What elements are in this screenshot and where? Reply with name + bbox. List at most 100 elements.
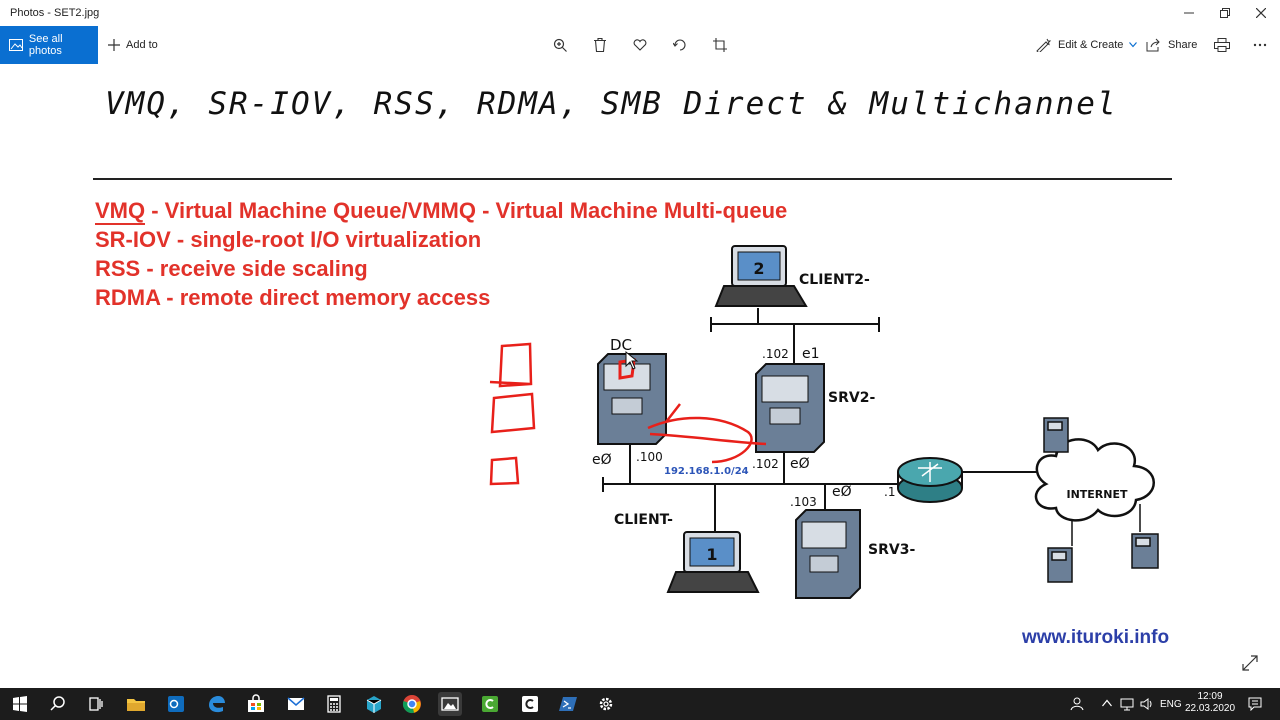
srv3-server: [795, 509, 861, 599]
slide-line-sriov: SR-IOV - single-root I/O virtualization: [95, 227, 482, 252]
share-icon: [1146, 38, 1160, 52]
vmq-definition: - Virtual Machine Queue/VMMQ - Virtual M…: [145, 198, 788, 223]
dc-label: DC: [610, 336, 632, 354]
search-icon[interactable]: [46, 692, 70, 716]
subnet-label: 192.168.1.0/24: [664, 466, 749, 477]
internet-label: INTERNET: [1066, 488, 1128, 501]
fullscreen-icon[interactable]: [1242, 655, 1258, 671]
share-button[interactable]: Share: [1146, 26, 1197, 64]
language-indicator[interactable]: ENG: [1160, 699, 1182, 710]
more-options-button[interactable]: [1250, 35, 1270, 55]
srv2-label: SRV2-: [828, 390, 875, 406]
see-all-photos-button[interactable]: See all photos: [0, 26, 98, 64]
edit-create-icon: [1036, 38, 1052, 52]
slide-line-rdma: RDMA - remote direct memory access: [95, 285, 491, 310]
red-sketch-squares: [489, 342, 536, 486]
srv2-e0-label: eØ: [790, 456, 810, 472]
toolbar: See all photos Add to Edit & Create Shar…: [0, 26, 1280, 64]
mouse-cursor-icon: [625, 350, 639, 370]
favorite-button[interactable]: [630, 35, 650, 55]
top-segment: [710, 308, 880, 364]
router-ip-label: .1: [884, 485, 895, 499]
client2-laptop: 2: [714, 245, 808, 307]
outlook-icon[interactable]: [164, 692, 188, 716]
close-button[interactable]: [1244, 0, 1278, 26]
crop-icon: [713, 38, 727, 52]
close-icon: [1256, 8, 1266, 18]
calculator-icon[interactable]: [322, 692, 346, 716]
blocks-app-icon[interactable]: [362, 692, 386, 716]
heart-icon: [633, 39, 647, 51]
edit-create-button[interactable]: Edit & Create: [1036, 26, 1138, 64]
file-explorer-icon[interactable]: [124, 692, 148, 716]
dc-e0-label: eØ: [592, 452, 612, 468]
more-icon: [1253, 43, 1267, 47]
edit-create-label: Edit & Create: [1058, 39, 1124, 51]
client2-label: CLIENT2-: [799, 272, 870, 288]
taskbar: ENG 12:09 22.03.2020: [0, 688, 1280, 720]
camtasia-icon[interactable]: [478, 692, 502, 716]
store-icon[interactable]: [244, 692, 268, 716]
vmq-term: VMQ: [95, 198, 146, 225]
dc-ip-label: .100: [636, 450, 663, 464]
srv2-ip-label: .102: [762, 347, 789, 361]
slide-line-vmq: VMQ - Virtual Machine Queue/VMMQ - Virtu…: [95, 198, 788, 225]
network-diagram: 2 CLIENT2- DC .102 e1 SRV2- eØ .100 192.…: [489, 245, 1159, 599]
clock[interactable]: 12:09 22.03.2020: [1182, 691, 1238, 715]
edge-icon[interactable]: [204, 692, 228, 716]
lan-segment: [602, 444, 898, 510]
client-label: CLIENT-: [614, 512, 673, 528]
powershell-icon[interactable]: [556, 692, 580, 716]
watermark-url: www.ituroki.info: [1022, 627, 1170, 648]
network-icon[interactable]: [1120, 697, 1134, 711]
share-label: Share: [1168, 39, 1198, 51]
restore-icon: [1220, 8, 1230, 18]
add-to-button[interactable]: Add to: [108, 26, 158, 64]
see-all-photos-label: See all photos: [28, 33, 63, 57]
router: [897, 457, 963, 503]
people-icon[interactable]: [1070, 697, 1084, 711]
print-button[interactable]: [1212, 35, 1232, 55]
volume-icon[interactable]: [1140, 697, 1154, 711]
client2-screen-number: 2: [753, 259, 764, 278]
mail-icon[interactable]: [284, 692, 308, 716]
crop-button[interactable]: [710, 35, 730, 55]
rotate-icon: [673, 39, 686, 51]
slide-title: VMQ, SR-IOV, RSS, RDMA, SMB Direct & Mul…: [105, 86, 1118, 122]
minimize-button[interactable]: [1172, 0, 1206, 26]
clock-date: 22.03.2020: [1184, 703, 1236, 714]
client-screen-number: 1: [706, 545, 717, 564]
red-arrow-scribble: [647, 403, 767, 464]
settings-gear-icon[interactable]: [594, 692, 618, 716]
maximize-button[interactable]: [1208, 0, 1242, 26]
add-to-label: Add to: [126, 39, 158, 51]
start-windows-icon[interactable]: [8, 692, 32, 716]
window-title: Photos - SET2.jpg: [10, 7, 100, 19]
notifications-icon[interactable]: [1248, 697, 1262, 711]
srv3-e0-label: eØ: [832, 484, 852, 500]
rotate-button[interactable]: [670, 35, 690, 55]
chevron-down-icon: [1129, 42, 1138, 48]
srv3-ip-label: .103: [790, 495, 817, 509]
camtasia-recorder-icon[interactable]: [518, 692, 542, 716]
photos-icon: [9, 39, 23, 51]
chrome-icon[interactable]: [400, 692, 424, 716]
chevron-up-icon[interactable]: [1102, 699, 1112, 707]
zoom-in-icon: [553, 38, 567, 52]
photos-app-icon[interactable]: [438, 692, 462, 716]
title-bar: Photos - SET2.jpg: [0, 0, 1280, 26]
slide-line-rss: RSS - receive side scaling: [95, 256, 368, 281]
internet-servers: [1043, 417, 1159, 583]
srv2-server: [755, 363, 825, 453]
title-divider: [93, 178, 1172, 180]
task-view-icon[interactable]: [84, 692, 108, 716]
srv2-e1-label: e1: [802, 346, 820, 362]
plus-icon: [108, 39, 120, 51]
srv2-ip2-label: .102: [752, 457, 779, 471]
minimize-icon: [1184, 12, 1194, 14]
photo-canvas: VMQ, SR-IOV, RSS, RDMA, SMB Direct & Mul…: [0, 64, 1280, 688]
client-laptop: 1: [666, 531, 760, 593]
zoom-button[interactable]: [550, 35, 570, 55]
delete-button[interactable]: [590, 35, 610, 55]
internet-cloud: INTERNET: [1034, 438, 1155, 522]
